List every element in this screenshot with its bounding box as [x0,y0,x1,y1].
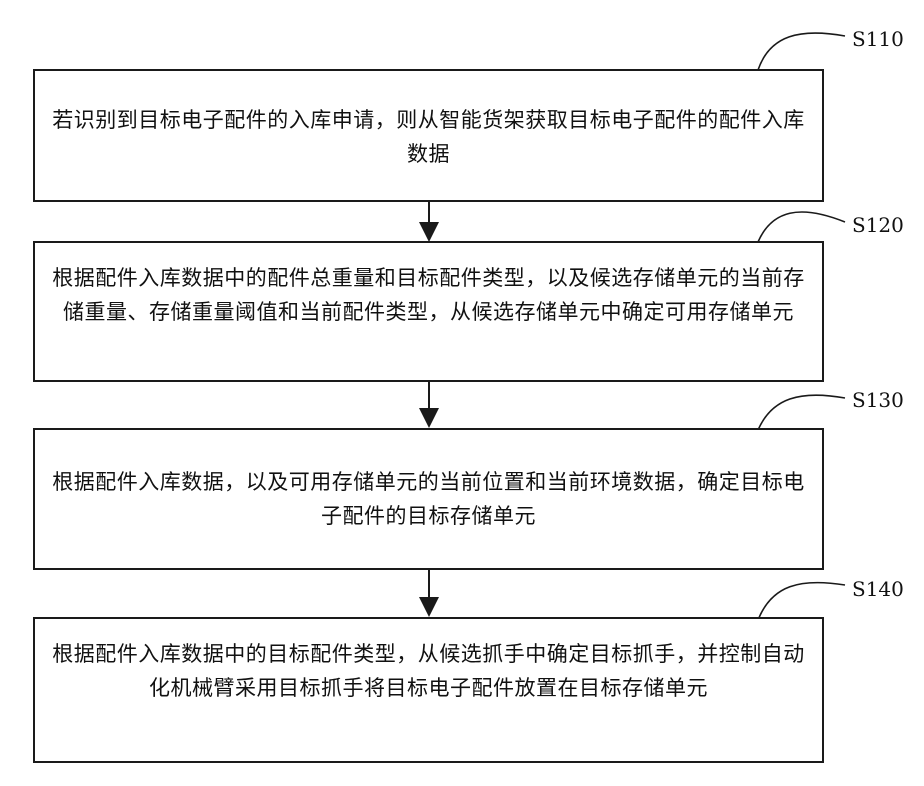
leader-curve-s140 [758,583,845,620]
step-text-s110: 若识别到目标电子配件的入库申请，则从智能货架获取目标电子配件的配件入库数据 [52,108,805,166]
leader-curve-s130 [758,395,845,430]
step-box-s120: 根据配件入库数据中的配件总重量和目标配件类型，以及候选存储单元的当前存储重量、存… [33,241,824,382]
step-label-s120: S120 [852,213,904,237]
leader-curve-s120 [758,212,845,242]
step-box-s130: 根据配件入库数据，以及可用存储单元的当前位置和当前环境数据，确定目标电子配件的目… [33,428,824,570]
step-label-s130: S130 [852,388,904,412]
step-text-s130: 根据配件入库数据，以及可用存储单元的当前位置和当前环境数据，确定目标电子配件的目… [52,470,805,528]
leader-curve-s110 [758,33,845,70]
step-text-s120: 根据配件入库数据中的配件总重量和目标配件类型，以及候选存储单元的当前存储重量、存… [52,266,805,324]
step-box-s110: 若识别到目标电子配件的入库申请，则从智能货架获取目标电子配件的配件入库数据 [33,69,824,202]
step-label-s110: S110 [852,27,904,51]
step-box-s140: 根据配件入库数据中的目标配件类型，从候选抓手中确定目标抓手，并控制自动化机械臂采… [33,617,824,763]
step-label-s140: S140 [852,577,904,601]
step-text-s140: 根据配件入库数据中的目标配件类型，从候选抓手中确定目标抓手，并控制自动化机械臂采… [52,642,805,700]
